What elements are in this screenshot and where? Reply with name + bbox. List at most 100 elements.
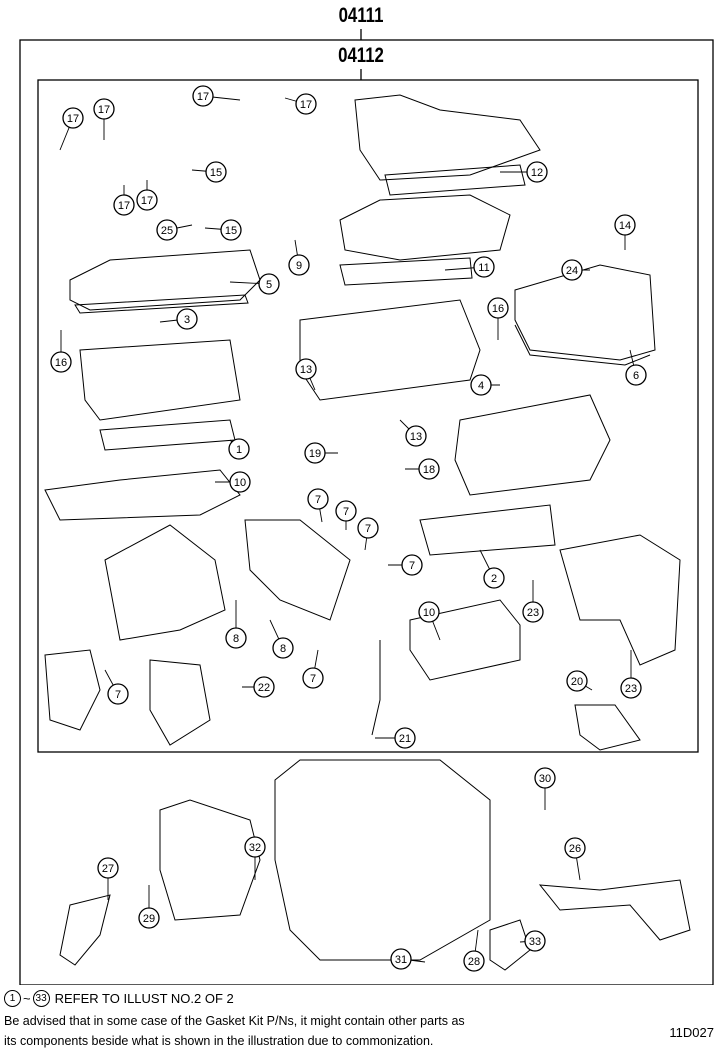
callout-28[interactable]: 28 (463, 950, 485, 972)
callout-circle (401, 554, 423, 576)
callout-2[interactable]: 2 (483, 567, 505, 589)
callout-circle (288, 254, 310, 276)
callout-circle (225, 627, 247, 649)
callout-circle (405, 425, 427, 447)
advice-line-1: Be advised that in some case of the Gask… (4, 1014, 465, 1028)
callout-8[interactable]: 8 (225, 627, 247, 649)
callout-7[interactable]: 7 (302, 667, 324, 689)
callout-5[interactable]: 5 (258, 273, 280, 295)
callout-number: 4 (478, 380, 484, 392)
callout-17[interactable]: 17 (62, 107, 84, 129)
callout-circle (272, 637, 294, 659)
callout-11[interactable]: 11 (473, 256, 495, 278)
callout-number: 29 (143, 913, 155, 925)
callout-number: 17 (141, 195, 153, 207)
callout-number: 33 (529, 936, 541, 948)
callout-20[interactable]: 20 (566, 670, 588, 692)
callout-7[interactable]: 7 (335, 500, 357, 522)
callout-25[interactable]: 25 (156, 219, 178, 241)
callout-10[interactable]: 10 (418, 601, 440, 623)
callout-29[interactable]: 29 (138, 907, 160, 929)
callout-number: 1 (236, 444, 242, 456)
exhaust-pipe (559, 534, 681, 666)
callout-leaders (59, 95, 637, 963)
callout-13[interactable]: 13 (295, 358, 317, 380)
callout-32[interactable]: 32 (244, 836, 266, 858)
callout-16[interactable]: 16 (50, 351, 72, 373)
callout-circle (244, 836, 266, 858)
callout-circle (302, 667, 324, 689)
cylinder-head-center (299, 299, 481, 401)
callout-22[interactable]: 22 (253, 676, 275, 698)
callout-8[interactable]: 8 (272, 637, 294, 659)
callout-number: 25 (161, 225, 173, 237)
callout-17[interactable]: 17 (295, 93, 317, 115)
callout-21[interactable]: 21 (394, 727, 416, 749)
callout-27[interactable]: 27 (97, 857, 119, 879)
callout-number: 26 (569, 843, 581, 855)
callout-4[interactable]: 4 (470, 374, 492, 396)
callout-number: 17 (118, 200, 130, 212)
callout-number: 8 (280, 643, 286, 655)
callout-circle (113, 194, 135, 216)
callout-9[interactable]: 9 (288, 254, 310, 276)
front-cover (159, 799, 261, 921)
callout-number: 22 (258, 682, 270, 694)
callout-23[interactable]: 23 (522, 601, 544, 623)
callout-number: 17 (98, 104, 110, 116)
callout-number: 17 (197, 91, 209, 103)
callout-circle (138, 907, 160, 929)
callout-26[interactable]: 26 (564, 837, 586, 859)
callout-31[interactable]: 31 (390, 948, 412, 970)
callout-number: 24 (566, 265, 578, 277)
callout-circle (625, 364, 647, 386)
callout-number: 21 (399, 733, 411, 745)
water-outlet (59, 894, 111, 966)
callout-13[interactable]: 13 (405, 425, 427, 447)
callout-number: 27 (102, 863, 114, 875)
callout-3[interactable]: 3 (176, 308, 198, 330)
intake-plenum (354, 94, 541, 181)
callout-circle (107, 683, 129, 705)
callout-circle (522, 601, 544, 623)
callout-number: 18 (423, 464, 435, 476)
callout-circle (614, 214, 636, 236)
callout-10[interactable]: 10 (229, 471, 251, 493)
callout-number: 13 (410, 431, 422, 443)
callout-7[interactable]: 7 (307, 488, 329, 510)
callout-number: 7 (315, 494, 321, 506)
callout-number: 13 (300, 364, 312, 376)
callout-23[interactable]: 23 (620, 677, 642, 699)
lower-cover-left (44, 649, 101, 731)
callout-number: 2 (491, 573, 497, 585)
callout-33[interactable]: 33 (524, 930, 546, 952)
callout-number: 10 (234, 477, 246, 489)
callout-circle (176, 308, 198, 330)
callout-circle (335, 500, 357, 522)
callout-17[interactable]: 17 (192, 85, 214, 107)
callout-17[interactable]: 17 (136, 189, 158, 211)
callout-number: 31 (395, 954, 407, 966)
callout-15[interactable]: 15 (220, 219, 242, 241)
callout-1[interactable]: 1 (228, 438, 250, 460)
callout-number: 15 (225, 225, 237, 237)
callout-14[interactable]: 14 (614, 214, 636, 236)
callout-16[interactable]: 16 (487, 297, 509, 319)
callout-6[interactable]: 6 (625, 364, 647, 386)
callout-circle (156, 219, 178, 241)
callout-7[interactable]: 7 (107, 683, 129, 705)
callout-15[interactable]: 15 (205, 161, 227, 183)
callout-circle (295, 358, 317, 380)
callout-7[interactable]: 7 (401, 554, 423, 576)
callout-19[interactable]: 19 (304, 442, 326, 464)
callout-circle (93, 98, 115, 120)
callout-number: 17 (300, 99, 312, 111)
callout-7[interactable]: 7 (357, 517, 379, 539)
callout-17[interactable]: 17 (93, 98, 115, 120)
callout-24[interactable]: 24 (561, 259, 583, 281)
callout-18[interactable]: 18 (418, 458, 440, 480)
callout-17[interactable]: 17 (113, 194, 135, 216)
callout-30[interactable]: 30 (534, 767, 556, 789)
callout-12[interactable]: 12 (526, 161, 548, 183)
callout-number: 19 (309, 448, 321, 460)
